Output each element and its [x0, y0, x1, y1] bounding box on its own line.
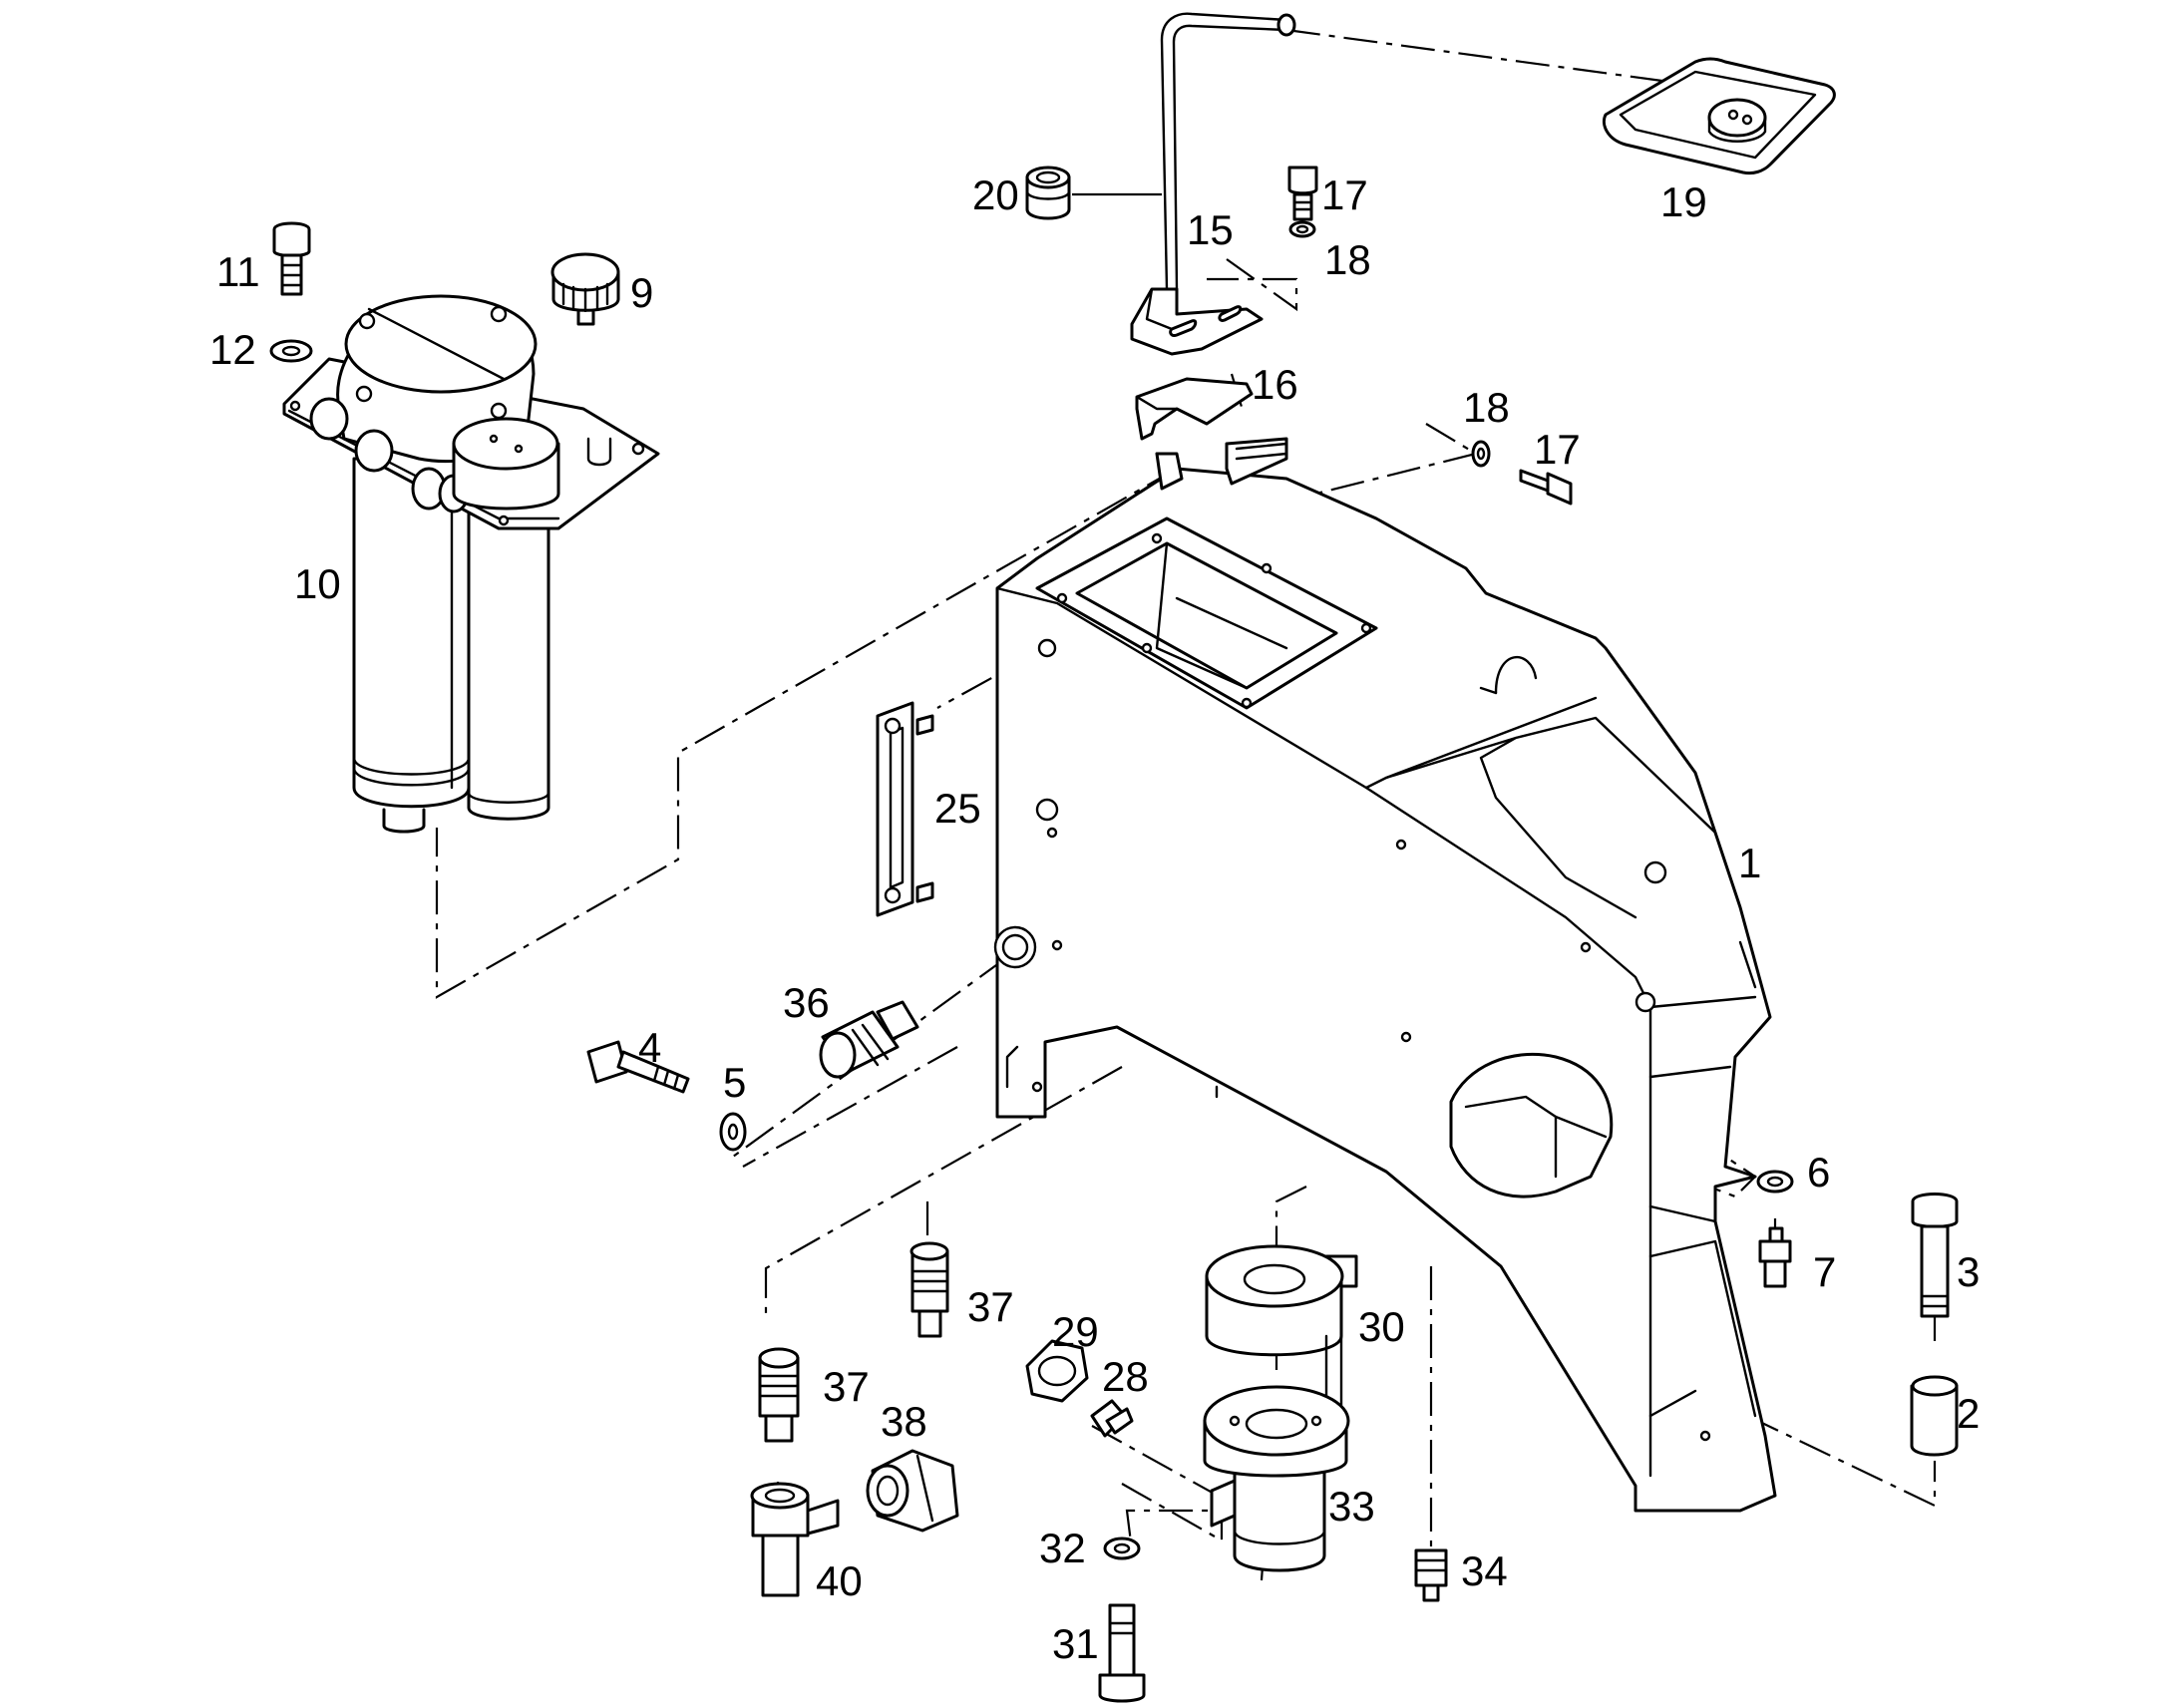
callout-5: 5 — [723, 1059, 746, 1106]
callout-6: 6 — [1807, 1149, 1830, 1196]
callout-17-right: 17 — [1534, 426, 1581, 473]
callout-11: 11 — [216, 248, 260, 295]
callout-18-top: 18 — [1324, 236, 1371, 283]
callout-16: 16 — [1252, 361, 1298, 408]
callout-30: 30 — [1358, 1303, 1405, 1350]
callout-34: 34 — [1461, 1547, 1508, 1594]
callout-3: 3 — [1957, 1248, 1980, 1295]
callout-20: 20 — [972, 171, 1019, 218]
callout-9: 9 — [630, 269, 653, 316]
dipstick-tube — [1130, 12, 1296, 356]
sight-gauge — [876, 701, 934, 917]
fitting-37-upper — [909, 1241, 949, 1338]
callout-19: 19 — [1660, 178, 1707, 225]
callout-12: 12 — [209, 326, 256, 373]
sensor — [1414, 1548, 1448, 1602]
pump-assembly — [1203, 1244, 1358, 1572]
callout-37-upper: 37 — [967, 1283, 1014, 1330]
callout-29: 29 — [1052, 1308, 1099, 1355]
tank-housing — [993, 467, 1777, 1513]
callout-28: 28 — [1102, 1353, 1149, 1400]
callout-1: 1 — [1738, 840, 1761, 886]
bolt-top — [1287, 166, 1318, 238]
callout-32: 32 — [1039, 1525, 1086, 1571]
callout-4: 4 — [638, 1024, 661, 1071]
callout-25: 25 — [934, 785, 981, 832]
grommet — [1025, 166, 1071, 220]
callout-33: 33 — [1328, 1483, 1375, 1530]
callout-15: 15 — [1187, 206, 1234, 253]
callout-36: 36 — [783, 979, 830, 1026]
callout-18-right: 18 — [1463, 384, 1510, 431]
bolt-4 — [586, 1040, 747, 1152]
fitting-37-lower — [758, 1347, 800, 1443]
callout-10: 10 — [294, 560, 341, 607]
callout-40: 40 — [816, 1557, 863, 1604]
fitting-7 — [1756, 1170, 1794, 1288]
cover-plate — [1602, 57, 1836, 175]
callout-31: 31 — [1052, 1620, 1099, 1667]
callouts: 1 2 3 4 5 6 7 9 10 11 12 15 16 17 17 18 … — [209, 171, 1980, 1667]
bolt-right — [1471, 440, 1573, 506]
fitting-36 — [819, 1000, 919, 1079]
callout-38: 38 — [881, 1398, 927, 1445]
bolt-filter — [269, 221, 313, 363]
filler-cap — [550, 252, 620, 326]
callout-2: 2 — [1957, 1390, 1980, 1437]
callout-17-top: 17 — [1321, 171, 1368, 218]
bolt-3 — [1910, 1193, 1959, 1457]
filter-assembly — [282, 294, 660, 834]
elbow-fitting — [866, 1449, 959, 1533]
bolt-31 — [1098, 1537, 1146, 1703]
callout-7: 7 — [1813, 1248, 1836, 1295]
plug-and-nut — [1025, 1339, 1134, 1438]
callout-37-lower: 37 — [823, 1363, 870, 1410]
tee-fitting — [750, 1482, 840, 1597]
clamp-bracket — [1135, 377, 1288, 491]
